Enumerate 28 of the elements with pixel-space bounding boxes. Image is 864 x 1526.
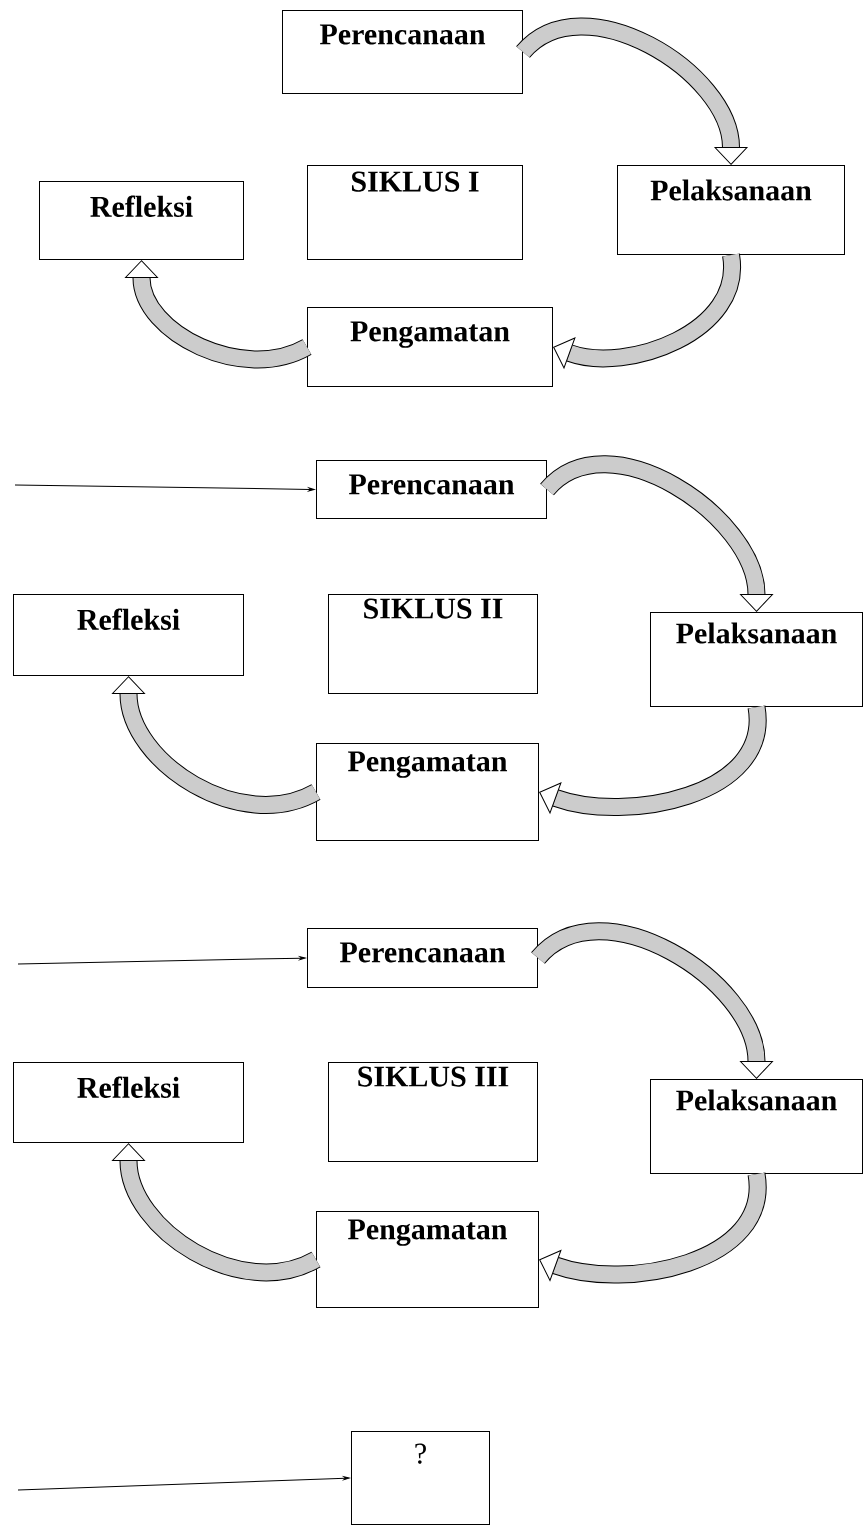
curved-arrow [539, 706, 767, 817]
process-box: Perencanaan [282, 10, 523, 94]
curved-arrow [112, 676, 320, 814]
process-box: Perencanaan [316, 460, 547, 519]
arrow [17, 956, 306, 965]
arrow [14, 484, 315, 492]
curved-arrow [553, 254, 741, 369]
process-box: Refleksi [39, 181, 244, 260]
curved-arrow [112, 1143, 320, 1281]
process-box: Pelaksanaan [650, 1079, 863, 1174]
process-box: Perencanaan [307, 928, 538, 988]
process-box: ? [351, 1431, 490, 1525]
process-box: Pelaksanaan [617, 165, 845, 255]
curved-arrow [532, 922, 773, 1079]
curved-arrow [539, 1173, 767, 1284]
arrow [17, 1476, 350, 1491]
process-box: Pelaksanaan [650, 612, 863, 707]
curved-arrow [541, 455, 773, 612]
curved-arrow [125, 260, 311, 369]
process-box: SIKLUS I [307, 165, 523, 260]
process-box: SIKLUS III [328, 1062, 538, 1162]
curved-arrow [517, 17, 748, 165]
process-box: Refleksi [13, 594, 244, 676]
process-box: SIKLUS II [328, 594, 538, 694]
process-box: Refleksi [13, 1062, 244, 1143]
process-box: Pengamatan [316, 1211, 539, 1308]
process-box: Pengamatan [307, 307, 553, 387]
process-box: Pengamatan [316, 743, 539, 841]
